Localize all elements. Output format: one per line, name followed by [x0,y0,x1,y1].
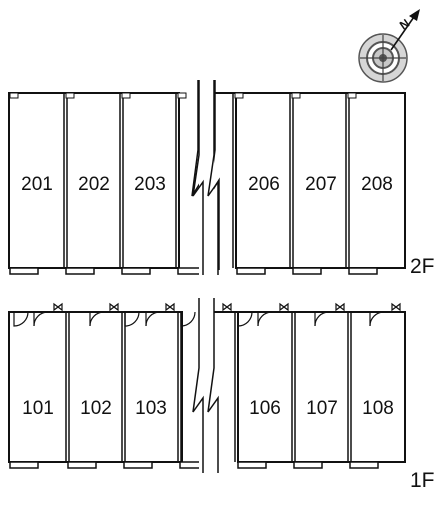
floor-1f-label: 1F [410,469,435,492]
unit-101-label: 101 [22,398,54,419]
unit-208-label: 208 [361,174,393,195]
unit-203-label: 203 [134,174,166,195]
unit-102-label: 102 [80,398,112,419]
floor-2-plan: 201 202 203 206 207 208 2F [8,80,435,278]
meter-box-icons [53,302,401,312]
unit-207-label: 207 [305,174,337,195]
floor-2f-label: 2F [410,255,435,278]
door-swing-icons [13,311,385,327]
unit-108-label: 108 [362,398,394,419]
floor-1-plan: 101 102 103 106 107 108 1F [8,298,435,492]
unit-103-label: 103 [135,398,167,419]
compass-icon: N [358,9,420,83]
unit-206-label: 206 [248,174,280,195]
unit-107-label: 107 [306,398,338,419]
unit-106-label: 106 [249,398,281,419]
unit-201-label: 201 [21,174,53,195]
unit-202-label: 202 [78,174,110,195]
